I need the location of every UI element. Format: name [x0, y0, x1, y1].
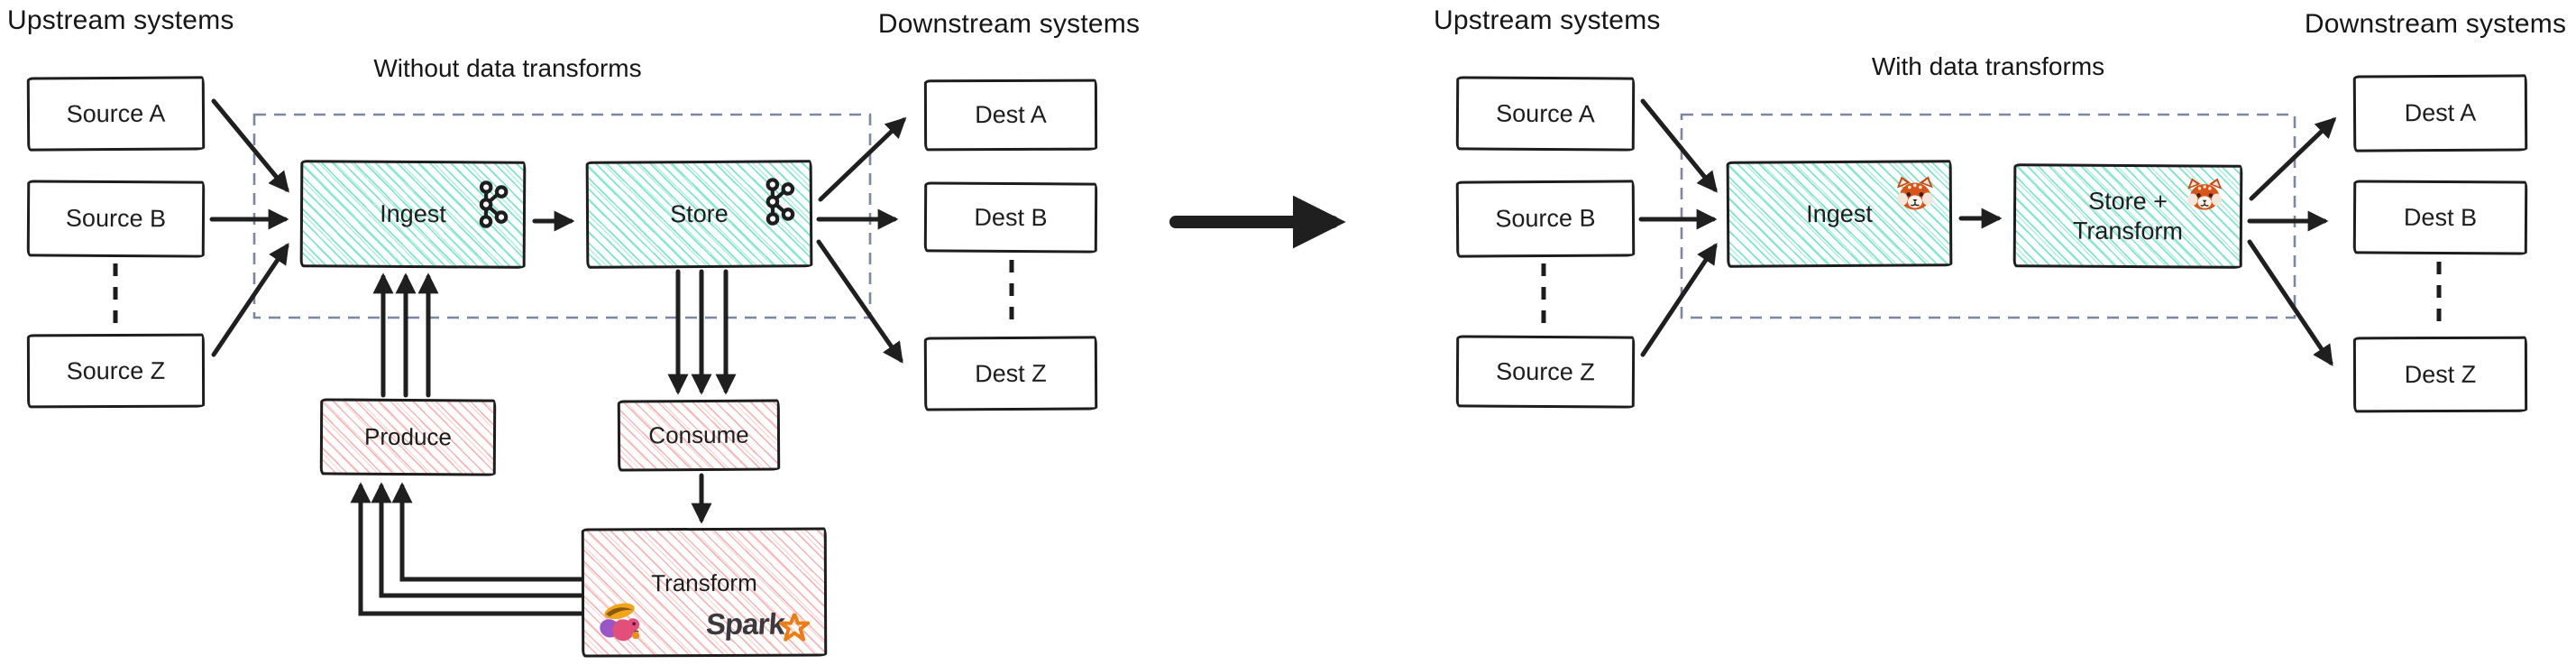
left-dest-b-box: Dest B [923, 181, 1098, 254]
left-store-box: Store [585, 160, 813, 269]
left-dest-a-label: Dest A [975, 100, 1047, 129]
left-dest-z-label: Dest Z [975, 359, 1047, 387]
spark-logo: Spark [705, 606, 815, 642]
store-transform-line2: Transform [2072, 217, 2183, 245]
spark-star-icon [779, 612, 811, 649]
right-source-z-label: Source Z [1496, 357, 1595, 385]
right-store-transform-box: Store + Transform [2012, 163, 2243, 269]
consume-box: Consume [617, 399, 781, 472]
right-dest-b-box: Dest B [2352, 180, 2528, 255]
right-title: With data transforms [1871, 52, 2105, 80]
left-source-z-box: Source Z [26, 333, 206, 409]
left-ingest-box: Ingest [299, 160, 527, 269]
arrow-l-sourceA-ingest [211, 98, 289, 193]
left-dest-b-label: Dest B [974, 203, 1048, 231]
right-dest-a-box: Dest A [2352, 74, 2528, 152]
right-source-b-box: Source B [1455, 180, 1636, 258]
left-source-a-label: Source A [66, 99, 166, 127]
left-upstream-label: Upstream systems [7, 5, 234, 35]
right-ingest-label: Ingest [1806, 199, 1873, 227]
arrow-l-store-destA [818, 116, 907, 202]
kafka-icon [763, 176, 795, 231]
kafka-icon [476, 179, 509, 234]
left-dashed-scope [252, 113, 872, 319]
left-downstream-label: Downstream systems [877, 9, 1141, 39]
left-source-z-label: Source Z [66, 356, 166, 384]
arrow-l-store-destZ [816, 239, 903, 364]
right-source-a-label: Source A [1496, 99, 1595, 127]
arrow-transform-produce-1 [350, 482, 586, 616]
right-dashed-scope [1680, 113, 2296, 319]
right-source-b-label: Source B [1495, 204, 1596, 233]
right-source-z-box: Source Z [1455, 335, 1636, 409]
left-source-b-label: Source B [65, 204, 167, 233]
right-source-a-box: Source A [1455, 76, 1636, 152]
left-ingest-label: Ingest [380, 199, 446, 228]
left-title: Without data transforms [373, 54, 642, 82]
produce-label: Produce [363, 422, 453, 451]
right-store-transform-label: Store + Transform [2073, 187, 2183, 246]
store-transform-line1: Store + [2088, 187, 2168, 216]
right-dest-a-label: Dest A [2404, 98, 2477, 127]
redpanda-icon [1893, 174, 1937, 217]
redpanda-icon [2184, 176, 2225, 217]
left-source-a-box: Source A [26, 76, 206, 152]
right-upstream-label: Upstream systems [1434, 5, 1661, 35]
arrow-transform-produce-3 [391, 482, 586, 582]
flink-squirrel-icon [595, 601, 646, 649]
left-dest-z-box: Dest Z [923, 336, 1098, 411]
transform-label: Transform [651, 568, 757, 597]
arrow-r-store-destZ [2247, 239, 2333, 366]
left-store-label: Store [670, 199, 729, 228]
left-source-b-box: Source B [26, 180, 206, 258]
spark-wordmark: Spark [705, 606, 786, 641]
left-dest-a-box: Dest A [923, 79, 1098, 152]
produce-box: Produce [319, 398, 497, 476]
right-ingest-box: Ingest [1726, 160, 1953, 268]
right-dest-b-label: Dest B [2403, 203, 2478, 231]
arrow-r-sourceA-ingest [1640, 98, 1718, 193]
right-downstream-label: Downstream systems [2304, 9, 2567, 39]
arrow-l-sourceZ-ingest [211, 243, 289, 357]
right-dest-z-box: Dest Z [2352, 336, 2528, 413]
transform-box: Transform Spark [581, 527, 828, 658]
arrow-transform-produce-2 [371, 482, 586, 598]
arrow-r-store-destA [2249, 116, 2337, 201]
consume-label: Consume [648, 420, 749, 449]
right-dest-z-label: Dest Z [2404, 360, 2477, 388]
arrow-r-sourceZ-ingest [1640, 243, 1718, 357]
